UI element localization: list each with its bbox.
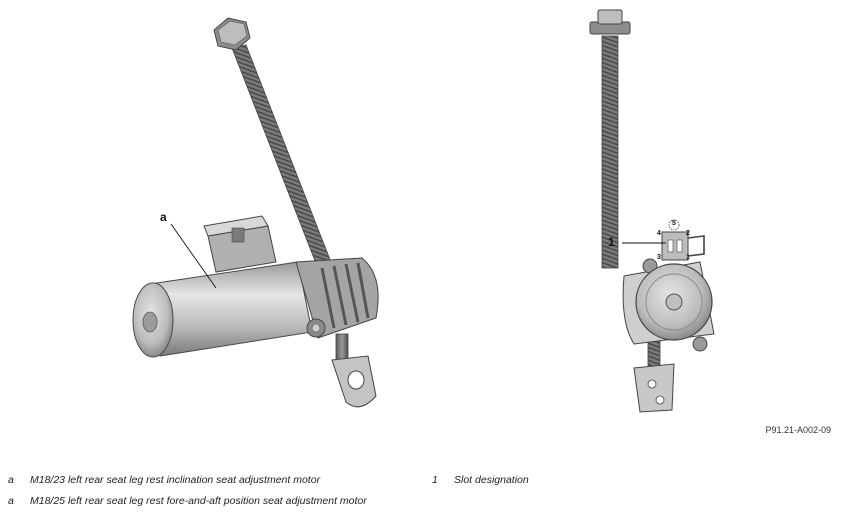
callout-1: 1: [608, 235, 615, 249]
legend-key: a: [8, 474, 14, 486]
legend-text: Slot designation: [454, 474, 529, 486]
motor-drawings: [132, 9, 715, 413]
left-mount-bracket: [331, 333, 377, 408]
left-gear-housing: [295, 257, 379, 339]
pin-label-3: 3: [657, 254, 661, 261]
figure-reference: P91.21-A002-09: [765, 425, 831, 435]
left-connector: [203, 215, 277, 273]
right-connector: [661, 219, 705, 261]
right-bottom-bracket: [633, 363, 675, 413]
pin-label-2: 2: [686, 230, 690, 237]
callout-a-leader: [170, 223, 217, 289]
legend-text: M18/25 left rear seat leg rest fore-and-…: [30, 495, 367, 507]
left-motor: [132, 17, 379, 408]
technical-illustration: a 1 4 5 2 3 1: [132, 9, 715, 413]
right-motor-face: [635, 263, 713, 341]
pin-label-1: 1: [686, 254, 690, 261]
right-motor: [589, 9, 715, 413]
right-top-nut: [589, 9, 631, 35]
pin-label-4: 4: [657, 230, 661, 237]
legend-key: 1: [432, 474, 438, 486]
left-top-nut: [213, 17, 251, 51]
legend-key: a: [8, 495, 14, 507]
left-motor-cylinder: [132, 261, 313, 358]
legend-text: M18/23 left rear seat leg rest inclinati…: [30, 474, 321, 486]
callout-a: a: [160, 210, 167, 224]
pin-label-5: 5: [672, 220, 676, 227]
